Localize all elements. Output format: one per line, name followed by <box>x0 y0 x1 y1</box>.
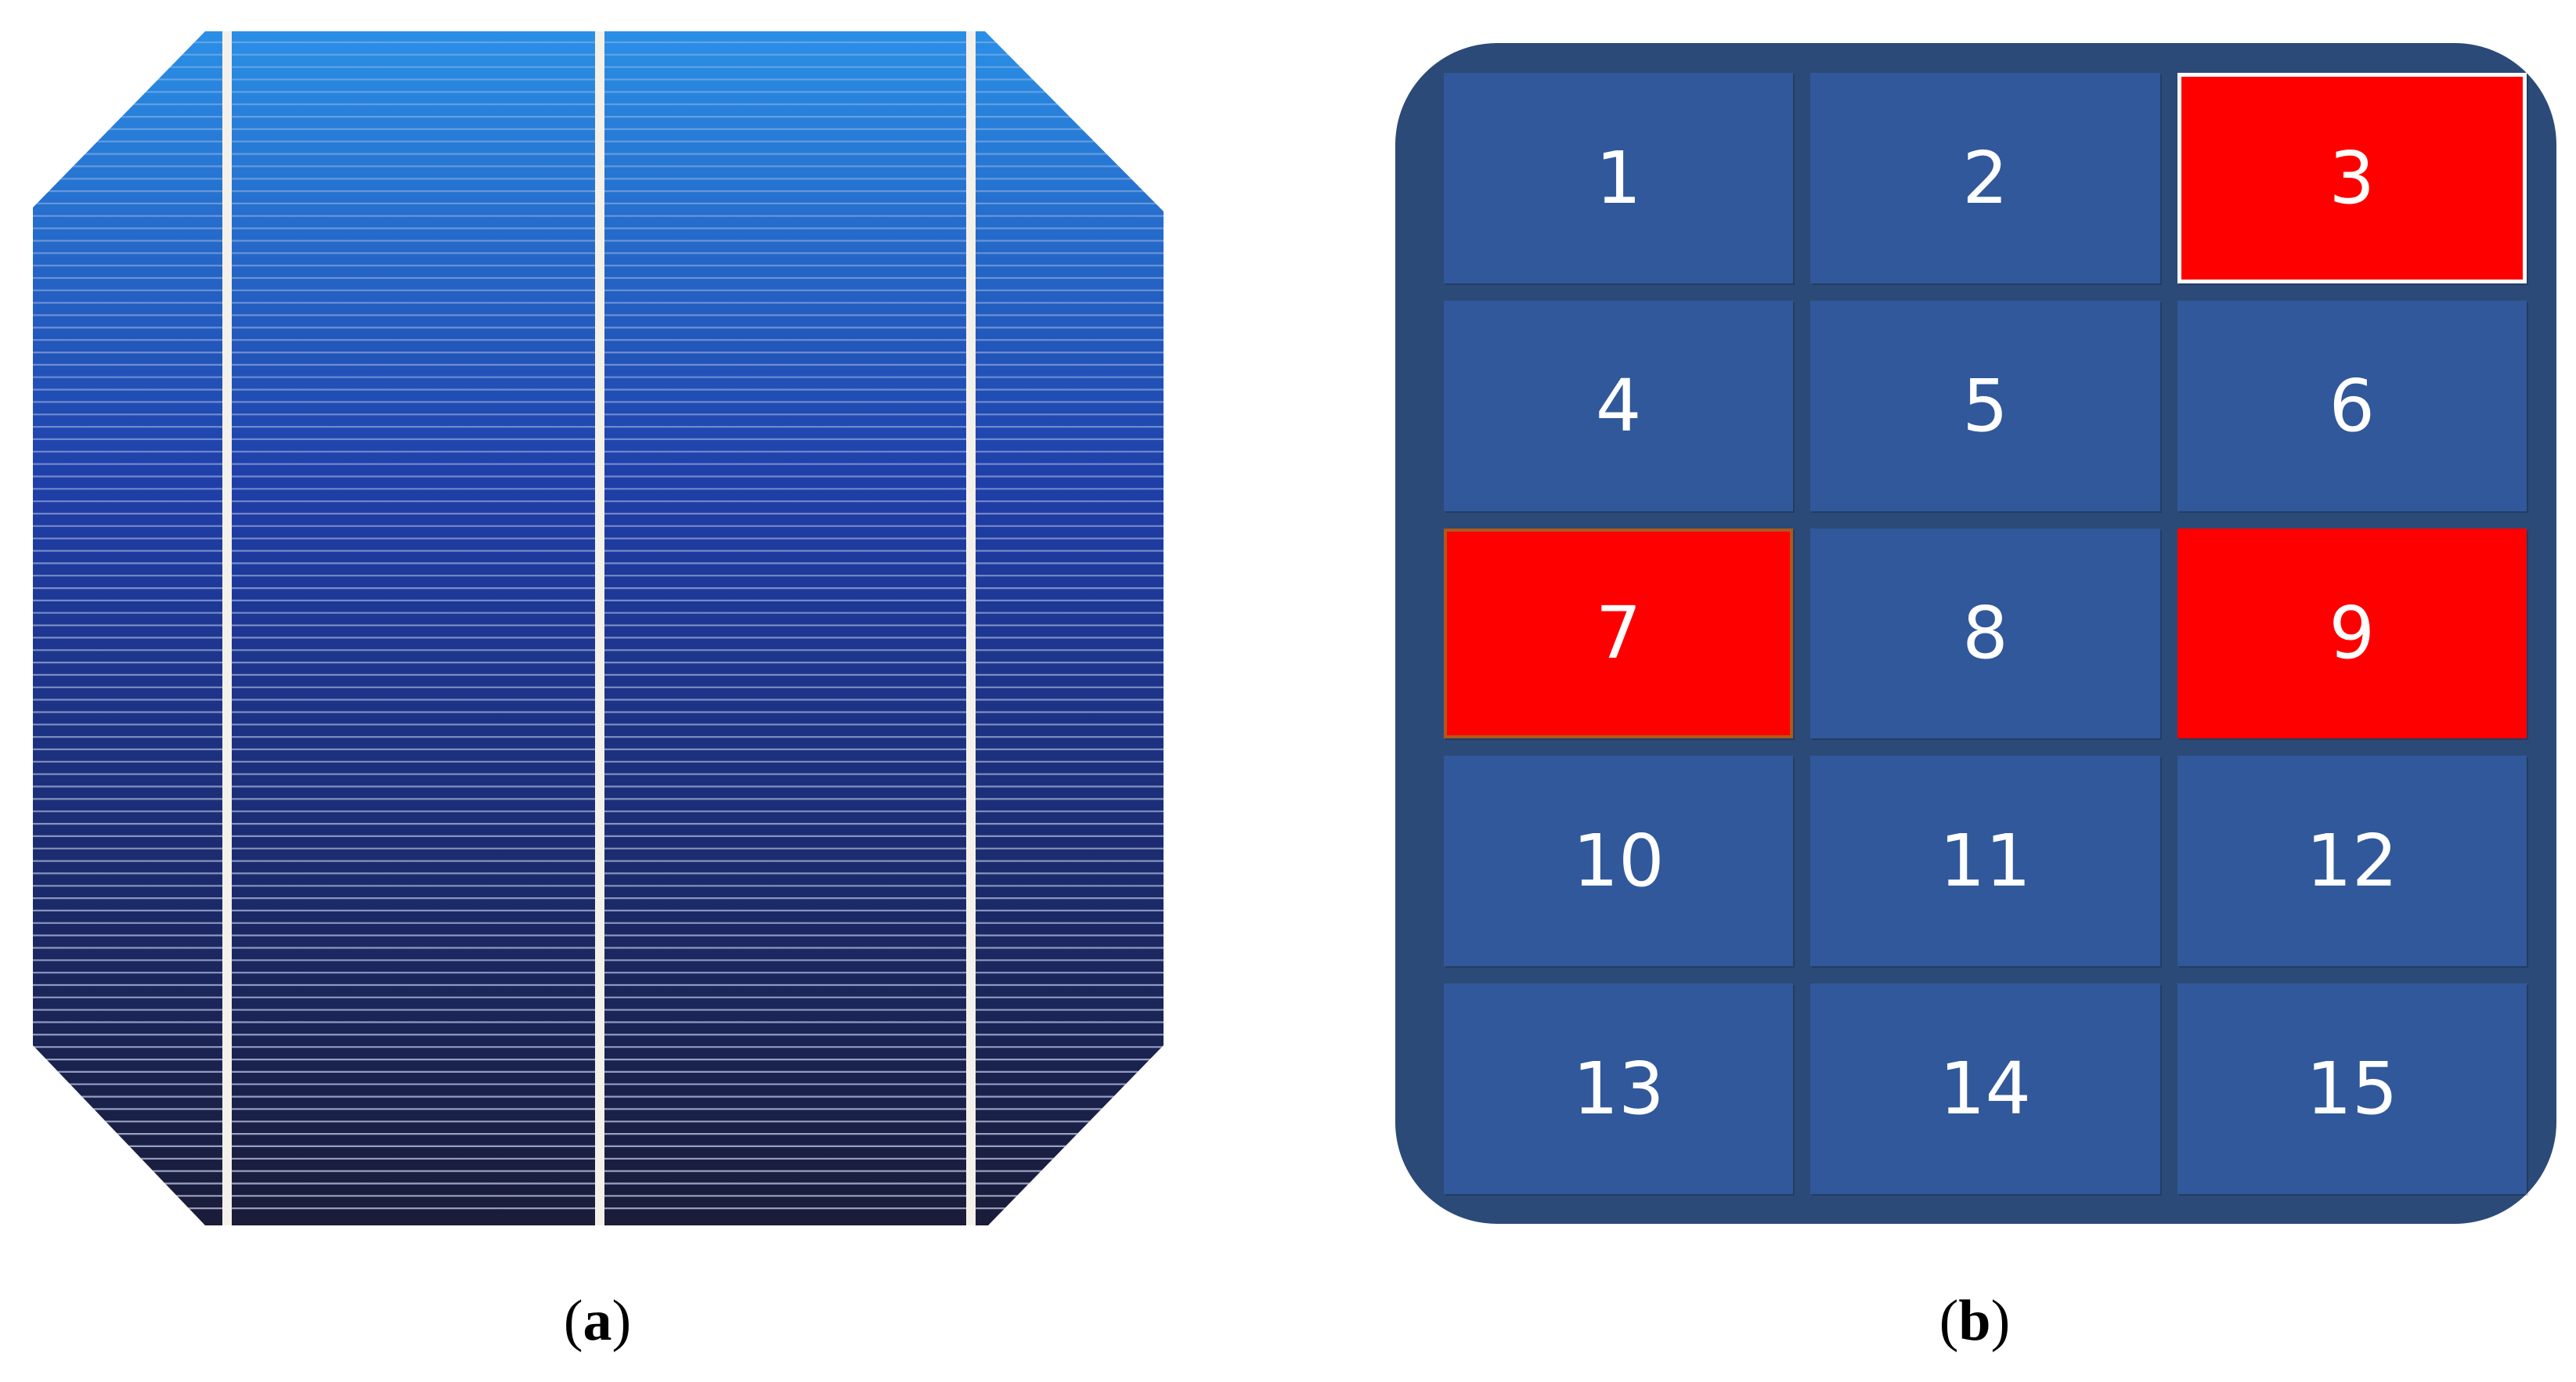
grid-cell-7: 7 <box>1444 528 1794 739</box>
grid-cell-2: 2 <box>1810 73 2160 283</box>
busbar <box>595 31 604 1225</box>
grid-cell-label: 1 <box>1595 135 1642 220</box>
grid-cell-label: 6 <box>2329 363 2376 448</box>
grid-cell-label: 7 <box>1595 591 1642 676</box>
busbar <box>966 31 976 1225</box>
caption-a: (a) <box>563 1289 632 1353</box>
grid-cell-label: 11 <box>1939 819 2032 904</box>
grid-cell-label: 2 <box>1962 135 2008 220</box>
grid-cell-label: 9 <box>2329 591 2376 676</box>
grid-cell-label: 15 <box>2306 1047 2398 1131</box>
grid-cell-4: 4 <box>1444 300 1794 511</box>
grid-cell-label: 10 <box>1572 819 1665 904</box>
grid-cell-label: 5 <box>1962 363 2008 448</box>
grid-cell-15: 15 <box>2177 983 2527 1194</box>
grid-cell-1: 1 <box>1444 73 1794 283</box>
grid-cell-label: 13 <box>1572 1047 1665 1131</box>
busbar <box>222 31 232 1225</box>
grid-cell-label: 4 <box>1595 363 1642 448</box>
grid-cell-11: 11 <box>1810 756 2160 967</box>
grid-cell-label: 14 <box>1939 1047 2032 1131</box>
grid-cell-9: 9 <box>2177 528 2527 739</box>
grid-cell-label: 3 <box>2329 135 2376 220</box>
grid-cell-label: 12 <box>2306 819 2398 904</box>
grid-cell-3: 3 <box>2177 73 2527 283</box>
grid-cell-12: 12 <box>2177 756 2527 967</box>
grid-cell-label: 8 <box>1962 591 2008 676</box>
busbars <box>222 31 976 1225</box>
grid-cell-5: 5 <box>1810 300 2160 511</box>
grid-cell-13: 13 <box>1444 983 1794 1194</box>
caption-b: (b) <box>1939 1289 2011 1353</box>
grid-cell-10: 10 <box>1444 756 1794 967</box>
grid-cell-14: 14 <box>1810 983 2160 1194</box>
grid-cell-8: 8 <box>1810 528 2160 739</box>
grid-cell-6: 6 <box>2177 300 2527 511</box>
